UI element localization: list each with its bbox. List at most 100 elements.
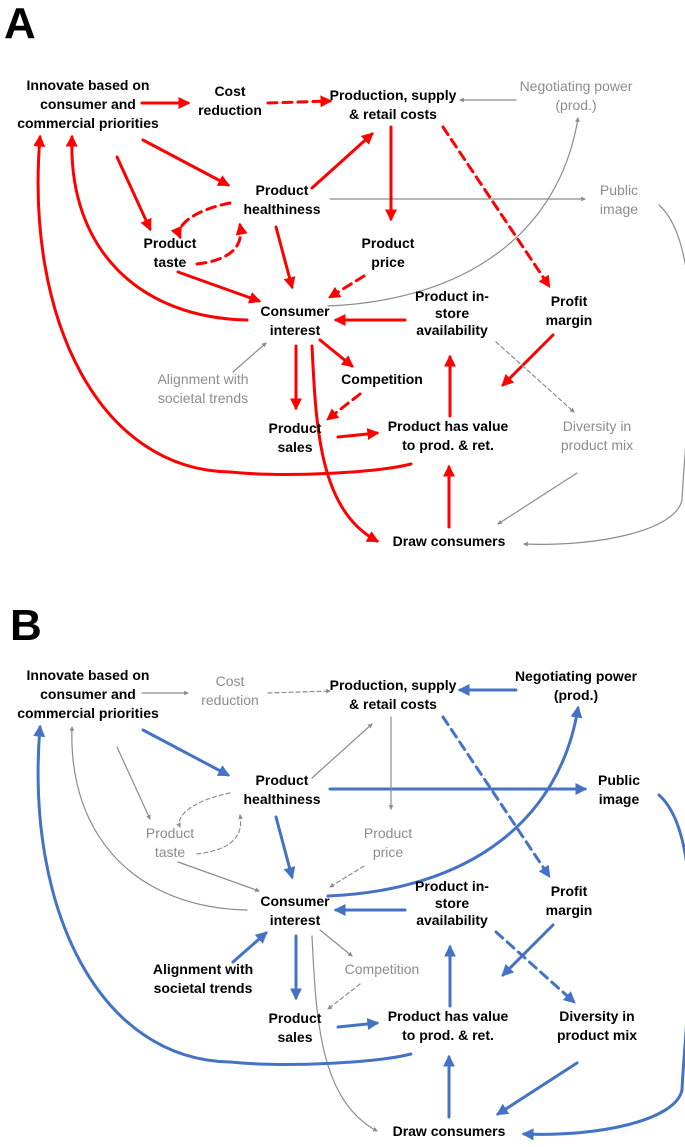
edge-price-to-interest — [327, 274, 366, 299]
node-cost-line: reduction — [198, 102, 262, 118]
edge-interest-to-innovate — [69, 726, 248, 911]
edge-avail-to-diversity — [494, 930, 576, 1004]
node-value-line: to prod. & ret. — [402, 1027, 494, 1043]
edge-price-to-interest — [329, 865, 365, 888]
node-value-line: Product has value — [388, 418, 509, 434]
node-draw: Draw consumers — [393, 1123, 506, 1139]
node-innovate-line: consumer and — [40, 96, 136, 112]
edge-align-to-interest — [231, 931, 268, 964]
node-taste-line: taste — [154, 254, 187, 270]
node-avail-line: availability — [416, 322, 488, 338]
node-margin-line: Profit — [551, 293, 588, 309]
edge-health-to-interest — [274, 225, 296, 290]
node-avail-line: availability — [416, 912, 488, 928]
edge-interest-to-negpower — [327, 117, 580, 307]
node-innovate-line: commercial priorities — [17, 115, 159, 131]
node-interest-line: Consumer — [260, 303, 330, 319]
node-health-line: healthiness — [243, 201, 320, 217]
node-cost-line: Cost — [216, 673, 245, 689]
node-avail-line: store — [435, 895, 469, 911]
node-prodcosts-line: & retail costs — [349, 106, 437, 122]
node-cost: Cost reduction — [201, 673, 259, 708]
node-pubimage-line: image — [599, 791, 640, 807]
node-interest-line: Consumer — [260, 893, 330, 909]
edge-taste-to-health — [196, 814, 244, 855]
edge-interest-to-compet — [318, 338, 354, 368]
node-pubimage-line: image — [600, 201, 638, 217]
node-margin: Profit margin — [546, 293, 593, 328]
node-compet-line: Competition — [345, 961, 420, 977]
node-draw: Draw consumers — [393, 533, 506, 549]
edge-sales-to-value — [336, 1018, 380, 1030]
edge-innovate-to-taste — [115, 155, 152, 232]
edge-pubimage-to-draw — [521, 793, 685, 1141]
edge-align-to-interest — [232, 342, 267, 373]
edge-interest-to-negpower — [326, 705, 583, 898]
node-sales-line: Product — [269, 420, 322, 436]
node-value-line: to prod. & ret. — [402, 437, 494, 453]
node-interest: Consumer interest — [260, 303, 330, 338]
node-health-line: healthiness — [243, 791, 320, 807]
node-innovate-line: Innovate based on — [27, 667, 150, 683]
edge-taste-to-interest — [177, 861, 260, 892]
edge-value-to-innovate — [33, 724, 413, 1066]
edge-interest-to-draw — [310, 344, 380, 543]
node-diversity-line: Diversity in — [559, 1008, 634, 1024]
node-compet: Competition — [345, 961, 420, 977]
node-avail-line: Product in- — [415, 878, 489, 894]
node-health: Product healthiness — [243, 772, 320, 807]
node-prodcosts-line: & retail costs — [349, 696, 437, 712]
edge-value-to-innovate — [33, 134, 413, 476]
node-pubimage-line: Public — [598, 772, 640, 788]
edge-taste-to-interest — [176, 270, 262, 304]
panel-b-edges — [33, 684, 685, 1141]
node-negpower-line: Negotiating power — [515, 668, 638, 684]
node-price-line: Product — [362, 235, 415, 251]
edge-compet-to-sales — [326, 392, 362, 421]
edge-taste-to-health — [195, 222, 248, 266]
edge-innovate-to-health — [141, 138, 231, 187]
node-price-line: Product — [364, 825, 412, 841]
node-diversity-line: product mix — [557, 1027, 637, 1043]
node-prodcosts: Production, supply& retail costs — [330, 677, 457, 712]
edge-diversity-to-draw — [495, 1061, 579, 1116]
node-draw-line: Draw consumers — [393, 533, 506, 549]
edge-health-to-prodcosts — [310, 132, 374, 190]
node-margin-line: margin — [546, 902, 593, 918]
node-innovate-line: consumer and — [40, 686, 136, 702]
edge-health-to-prodcosts — [311, 723, 373, 779]
edge-compet-to-sales — [327, 983, 361, 1010]
node-avail-line: store — [435, 305, 469, 321]
edge-health-to-interest — [274, 815, 296, 880]
edge-margin-to-value — [501, 923, 555, 977]
edge-health-to-taste — [176, 792, 231, 828]
edge-innovate-to-taste — [116, 746, 151, 820]
node-margin-line: margin — [546, 312, 593, 328]
edge-avail-to-diversity — [495, 341, 575, 413]
node-negpower: Negotiating power(prod.) — [515, 668, 638, 703]
node-health-line: Product — [256, 772, 309, 788]
node-interest-line: interest — [270, 912, 321, 928]
edge-cost-to-prodcosts — [267, 688, 331, 694]
node-pubimage: Public image — [598, 772, 640, 807]
node-sales-line: sales — [277, 1029, 312, 1045]
node-negpower-line: Negotiating power — [520, 78, 633, 94]
node-price-line: price — [373, 844, 404, 860]
node-diversity-line: product mix — [561, 437, 633, 453]
node-draw-line: Draw consumers — [393, 1123, 506, 1139]
node-cost-line: reduction — [201, 692, 259, 708]
node-interest-line: interest — [270, 322, 321, 338]
